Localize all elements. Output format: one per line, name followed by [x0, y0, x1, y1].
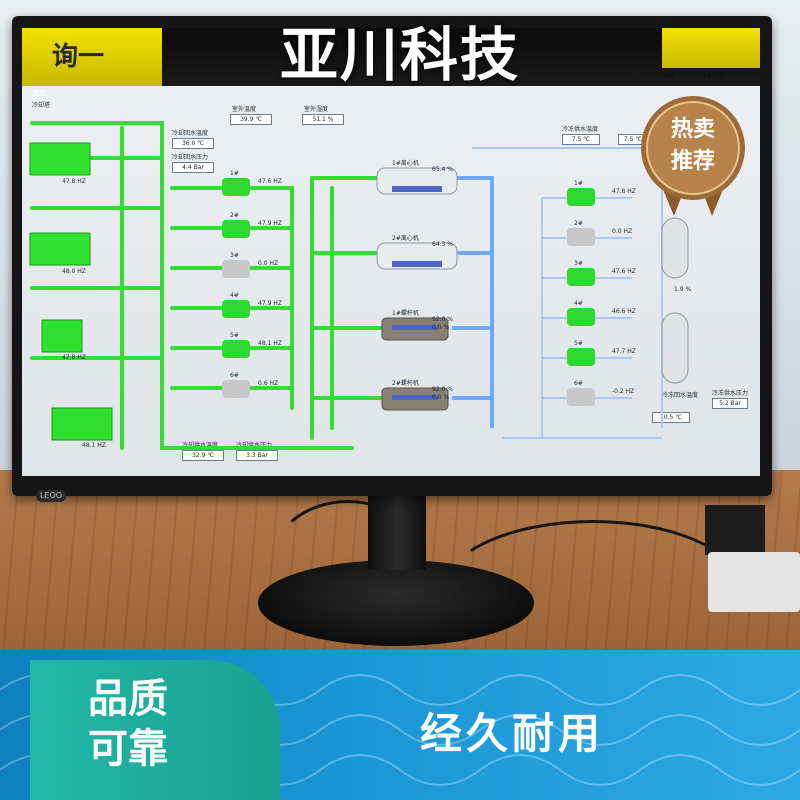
chilled-pump-name: 6# [574, 380, 583, 387]
cooling-return-value: 36.0 ℃ [172, 138, 214, 149]
side-device-white [708, 552, 800, 612]
outdoor-humidity-value: 51.1 % [302, 114, 344, 125]
quality-line2: 可靠 [88, 726, 168, 772]
chilled-pump-name: 5# [574, 340, 583, 347]
hmi-screen: 退出 冷却塔 26:21 -06 室外温度 39.9 ℃ 室外湿度 51.1 %… [22, 28, 760, 476]
cooling-pump-hz: 0.0 HZ [258, 260, 279, 267]
chiller-name: 2#螺杆机 [392, 380, 419, 387]
chilled-pump-hz: 47.7 HZ [612, 348, 636, 355]
cooling-tower-icon[interactable] [29, 142, 113, 441]
quality-line1: 品质 [88, 676, 168, 722]
outdoor-temp-label: 室外温度 [232, 106, 257, 113]
tower-hz-2: 48.0 HZ [62, 268, 86, 275]
chiller-load-secondary: 0.0 % [432, 324, 450, 331]
chilled-pump-hz: 0.0 HZ [612, 228, 633, 235]
chilled-pump-name: 4# [574, 300, 583, 307]
tank-percent: 1.9 % [674, 286, 692, 293]
outdoor-humidity-label: 室外湿度 [304, 106, 329, 113]
banner-left-text: 品质 可靠 [88, 674, 168, 774]
outdoor-temp-value: 39.9 ℃ [230, 114, 272, 125]
cooling-pump-name: 2# [230, 212, 239, 219]
tower-hz-4: 48.1 HZ [82, 442, 106, 449]
chiller-icon[interactable] [376, 167, 458, 411]
chiller-load-secondary: 0.0 % [432, 394, 450, 401]
hot-badge-line1: 热卖 [670, 117, 715, 142]
cooling-pump-name: 3# [230, 252, 239, 259]
chilled-pump-hz: 47.8 HZ [612, 188, 636, 195]
chiller-load: 64.3 % [432, 241, 453, 248]
hmi-header-tab-right [662, 28, 760, 68]
chilled-pump-name: 3# [574, 260, 583, 267]
cooling-pump-name: 5# [230, 332, 239, 339]
cooling-supply-pressure-value: 3.3 Bar [236, 450, 278, 461]
chilled-pressure-label: 冷冻供水压力 [712, 390, 749, 397]
chiller-name: 1#离心机 [392, 160, 419, 167]
chiller-load: 92.0 % [432, 316, 453, 323]
chilled-return-temp-value: 10.5 ℃ [652, 412, 690, 423]
chiller-load: 65.4 % [432, 166, 453, 173]
date: -06 [662, 72, 675, 80]
award-badge-icon: 热卖 推荐 [630, 90, 756, 216]
chiller-load: 92.0 % [432, 386, 453, 393]
cooling-pump-name: 4# [230, 292, 239, 299]
hmi-header-tab[interactable] [22, 28, 162, 86]
chilled-pump-hz: -0.2 HZ [612, 388, 635, 395]
cooling-pump-hz: 47.6 HZ [258, 178, 282, 185]
cooling-pump-hz: 47.9 HZ [258, 300, 282, 307]
chilled-pressure-value: 5.2 Bar [712, 398, 748, 409]
hot-badge-line2: 推荐 [670, 149, 715, 174]
cooling-supply-temp-value: 32.9 ℃ [182, 450, 224, 461]
pump-icon[interactable] [567, 188, 595, 406]
chilled-supply-temp-label: 冷冻供水温度 [562, 126, 599, 133]
chilled-pump-hz: 46.6 HZ [612, 308, 636, 315]
cooling-pump-hz: 47.9 HZ [258, 220, 282, 227]
pump-icon[interactable] [222, 178, 250, 398]
cooling-pump-name: 1# [230, 170, 239, 177]
cable [440, 520, 746, 666]
cooling-tower-label: 冷却塔 [32, 102, 51, 109]
chilled-return-temp-label: 冷冻回水温度 [662, 392, 699, 399]
tower-hz-1: 47.8 HZ [62, 178, 86, 185]
durable-slogan: 经久耐用 [420, 709, 605, 758]
cooling-pressure-value: 4.4 Bar [172, 162, 214, 173]
banner-left-panel [30, 660, 280, 800]
monitor-stand-base [258, 560, 534, 646]
cooling-supply-temp-label: 冷却供水温度 [182, 442, 219, 449]
cooling-pump-hz: 48.1 HZ [258, 340, 282, 347]
chilled-pump-hz: 47.6 HZ [612, 268, 636, 275]
cooling-return-label: 冷却回水温度 [172, 130, 209, 137]
title-tab: 询一 [52, 42, 105, 72]
tower-hz-3: 47.8 HZ [62, 354, 86, 361]
cooling-pump-hz: 0.6 HZ [258, 380, 279, 387]
side-device [705, 505, 765, 555]
clock: 26:21 [702, 72, 725, 80]
cooling-pump-name: 6# [230, 372, 239, 379]
monitor-brand: LEOO [36, 490, 66, 502]
tank-icon [661, 217, 689, 384]
cooling-pressure-label: 冷却回水压力 [172, 154, 209, 161]
chilled-pump-name: 2# [574, 220, 583, 227]
chilled-supply-temp-value: 7.5 ℃ [562, 134, 600, 145]
piping-diagram [29, 121, 689, 450]
cable [270, 500, 426, 626]
cooling-supply-pressure-label: 冷却供水压力 [236, 442, 273, 449]
chilled-pump-name: 1# [574, 180, 583, 187]
chiller-name: 2#离心机 [392, 235, 419, 242]
exit-button[interactable]: 退出 [32, 89, 46, 97]
monitor-stand-neck [368, 496, 426, 570]
chiller-name: 1#螺杆机 [392, 310, 419, 317]
